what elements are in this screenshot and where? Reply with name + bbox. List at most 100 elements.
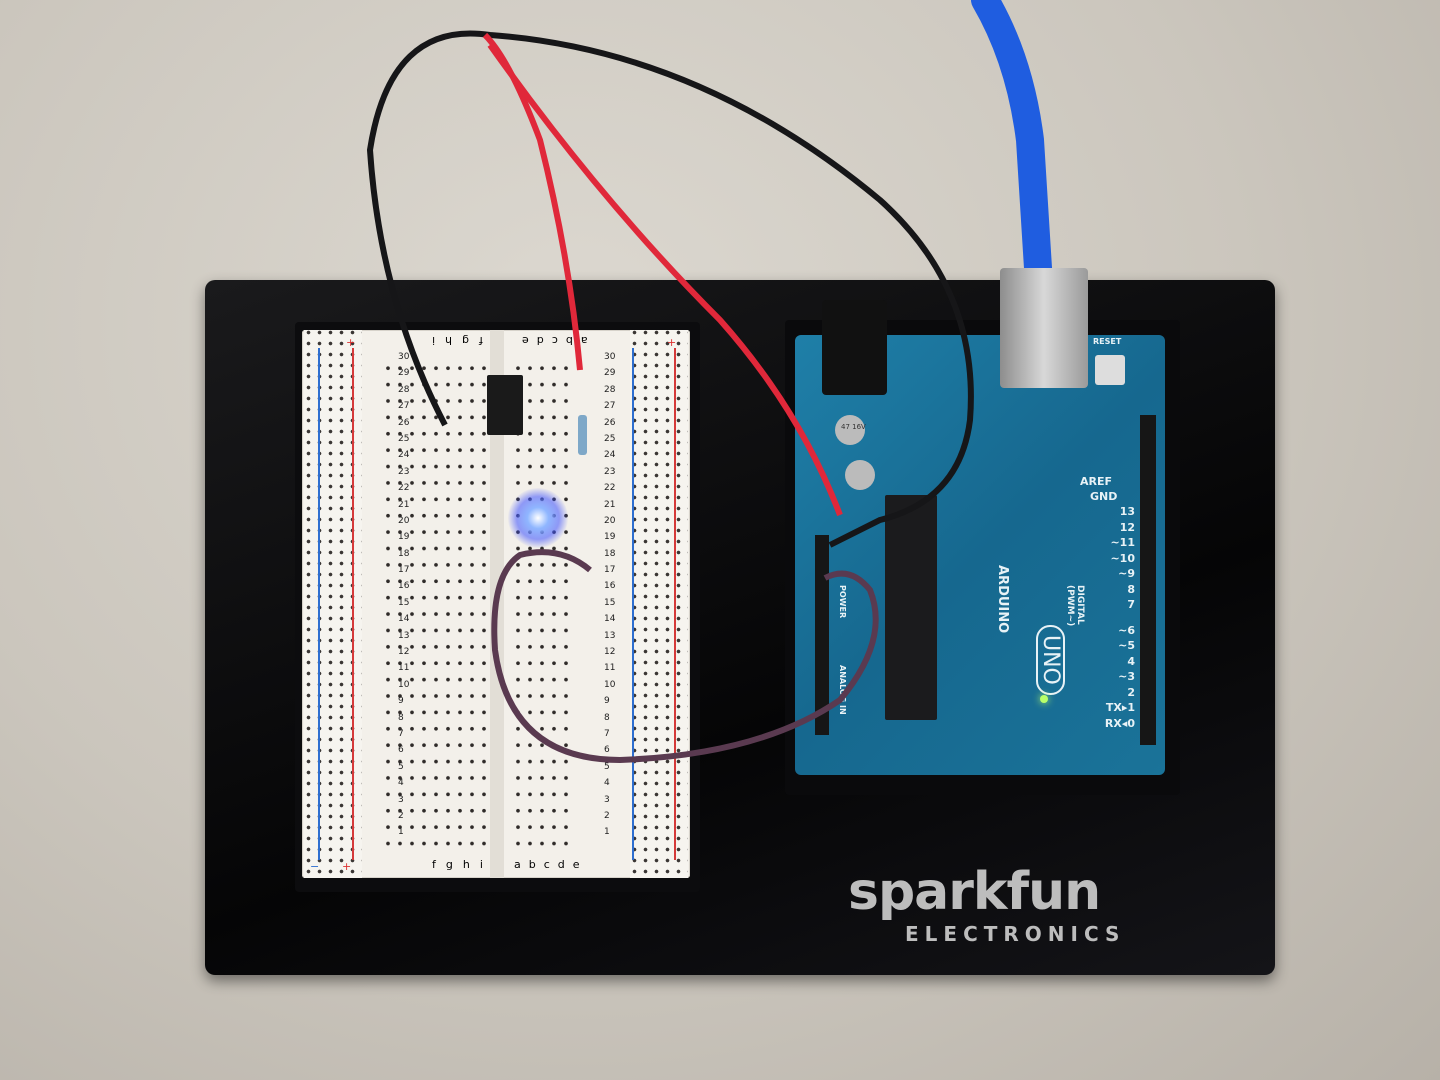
pin-label: ~6: [1118, 623, 1135, 637]
row-number: 17: [398, 565, 410, 576]
row-number: 20: [398, 515, 410, 526]
aref-label: AREF: [1080, 475, 1113, 488]
analog-power-header: [815, 535, 829, 735]
row-number: 18: [398, 548, 410, 559]
atmega-chip: [885, 495, 937, 720]
reset-label: RESET: [1093, 337, 1122, 346]
row-number: 11: [604, 663, 616, 674]
rail-line-blue: [632, 348, 634, 860]
column-label: c: [543, 858, 550, 871]
row-number: 24: [604, 450, 616, 461]
blue-led-glow: [508, 488, 568, 548]
pin-label: 12: [1119, 520, 1135, 534]
row-number: 3: [398, 794, 404, 805]
column-label: b: [528, 858, 536, 871]
row-number: 28: [398, 384, 410, 395]
red-wire-2: [487, 43, 843, 517]
ic-chip: [487, 375, 523, 435]
row-number: 17: [604, 565, 616, 576]
row-number: 14: [398, 614, 410, 625]
pin-label: ~9: [1118, 567, 1135, 580]
row-number: 23: [398, 466, 410, 477]
pin-label: ~10: [1110, 551, 1135, 565]
pin-label: 13: [1119, 505, 1135, 518]
row-number: 3: [604, 794, 610, 805]
row-number: 8: [398, 712, 404, 723]
row-number: 13: [398, 630, 410, 641]
pin-label: ~5: [1118, 639, 1135, 652]
row-number: 26: [398, 417, 410, 428]
black-wire: [366, 30, 974, 548]
row-number: 1: [398, 827, 404, 838]
row-number: 25: [398, 433, 410, 444]
capacitor: [835, 415, 865, 445]
row-number: 6: [604, 745, 610, 756]
reset-button[interactable]: [1095, 355, 1125, 385]
usb-b-connector: [1000, 268, 1088, 388]
power-led: [1040, 695, 1048, 703]
rail-minus-label: −: [310, 860, 320, 873]
row-number: 24: [398, 450, 410, 461]
row-number: 16: [398, 581, 410, 592]
row-number: 21: [398, 499, 410, 510]
row-number: 4: [604, 778, 610, 789]
row-number: 20: [604, 515, 616, 526]
rail-line-red: [674, 348, 676, 860]
pin-label: 8: [1127, 582, 1135, 596]
row-number: 15: [398, 597, 410, 608]
row-number: 29: [398, 368, 410, 379]
column-label: a: [514, 858, 521, 871]
row-number: 11: [398, 663, 410, 674]
row-number: 27: [604, 401, 616, 412]
row-number: 1: [604, 827, 610, 838]
capacitor: [845, 460, 875, 490]
row-number: 9: [398, 696, 404, 707]
row-number: 12: [604, 647, 616, 658]
row-number: 6: [398, 745, 404, 756]
column-label: d: [557, 858, 565, 871]
row-number: 18: [604, 548, 616, 559]
red-wire-1: [482, 32, 583, 371]
terminal-strip-left: [382, 360, 490, 852]
row-number: 2: [398, 810, 404, 821]
digital-header: [1140, 415, 1156, 745]
row-number: 30: [604, 352, 616, 362]
terminal-strip-right: [512, 360, 572, 852]
capacitor-label: 47 16V: [841, 423, 866, 431]
row-number: 25: [604, 433, 616, 444]
row-number: 27: [398, 401, 410, 412]
row-number: 26: [604, 417, 616, 428]
row-number: 8: [604, 712, 610, 723]
row-number: 5: [398, 761, 404, 772]
rail-plus-label: +: [342, 860, 352, 873]
row-number: 14: [604, 614, 616, 625]
pin-label: RX◂0: [1104, 716, 1135, 730]
purple-wire: [491, 549, 879, 764]
resistor: [578, 415, 587, 455]
dc-power-jack: [822, 300, 887, 395]
pin-label: 7: [1127, 598, 1135, 611]
row-number: 2: [604, 810, 610, 821]
row-number: 22: [604, 483, 616, 494]
rail-line-blue: [318, 348, 320, 860]
row-number: 15: [604, 597, 616, 608]
row-number: 10: [604, 679, 616, 690]
row-number: 28: [604, 384, 616, 395]
row-number: 10: [398, 679, 410, 690]
pin-label: TX▸1: [1105, 701, 1135, 714]
column-label: i: [479, 858, 483, 871]
row-number: 7: [604, 728, 610, 739]
row-number: 9: [604, 696, 610, 707]
gnd-label: GND: [1090, 490, 1118, 503]
row-number: 7: [398, 728, 404, 739]
power-rail-right: [630, 330, 688, 878]
row-number: 13: [604, 630, 616, 641]
column-label: e: [572, 858, 580, 871]
